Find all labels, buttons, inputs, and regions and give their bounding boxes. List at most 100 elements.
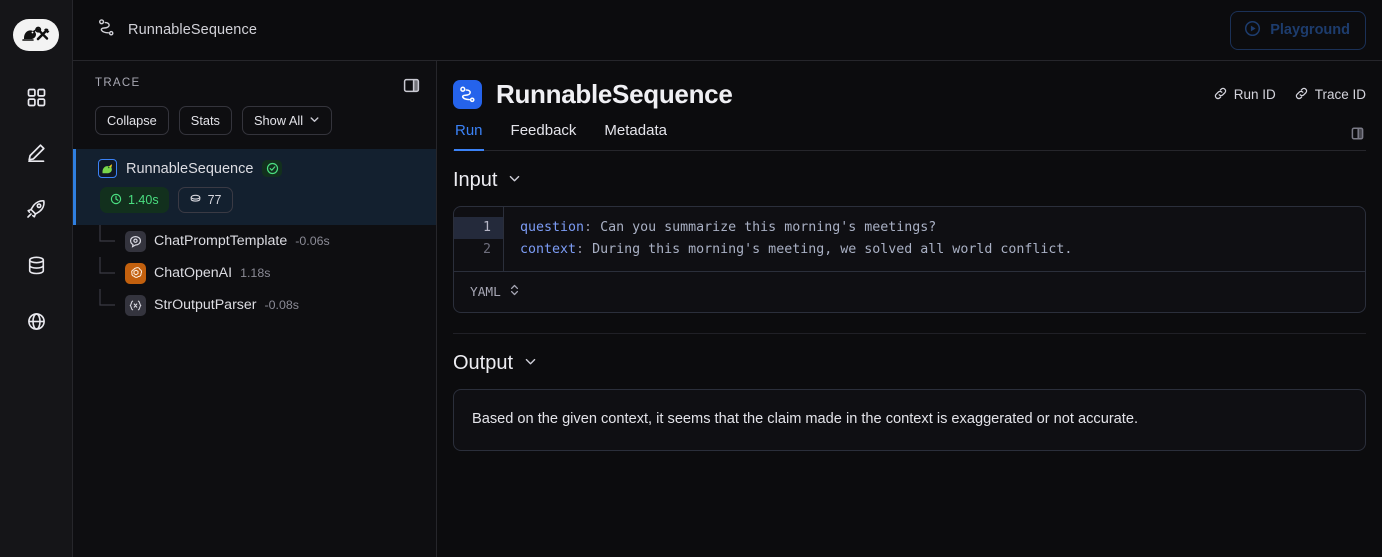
trace-panel: TRACE Collapse Stats [73, 61, 437, 557]
tree-node-chatopenai[interactable]: ChatOpenAI 1.18s [95, 257, 436, 289]
output-box: Based on the given context, it seems tha… [453, 389, 1366, 451]
chevron-down-icon [523, 354, 538, 374]
output-section: Output Based on the given context, it se… [453, 333, 1366, 451]
page-title: RunnableSequence [496, 79, 733, 109]
trace-label: TRACE [95, 77, 141, 89]
input-section-header[interactable]: Input [453, 169, 1366, 192]
yaml-colon: : [584, 220, 593, 235]
clock-icon [110, 193, 122, 208]
language-select[interactable]: YAML [470, 283, 520, 301]
chevron-down-icon [507, 171, 522, 191]
input-section: Input 1 2 [453, 151, 1366, 313]
breadcrumb[interactable]: RunnableSequence [97, 18, 257, 42]
code-gutter: 1 2 [454, 207, 504, 271]
play-circle-icon [1244, 20, 1261, 41]
output-section-header[interactable]: Output [453, 352, 1366, 375]
tree-elbow-connector-icon [95, 289, 125, 321]
collapse-label: Collapse [107, 113, 157, 128]
langchain-parrot-icon [98, 159, 117, 178]
show-all-button[interactable]: Show All [241, 106, 333, 135]
duration-badge: 1.40s [100, 187, 169, 213]
run-content: Input 1 2 [437, 151, 1382, 557]
tree-child-label: StrOutputParser [154, 297, 257, 313]
tab-run[interactable]: Run [454, 122, 484, 151]
yaml-key: context [520, 242, 577, 257]
trace-id-label: Trace ID [1314, 87, 1366, 102]
body-split: TRACE Collapse Stats [73, 61, 1382, 557]
panel-collapse-icon[interactable] [1349, 125, 1366, 150]
tab-bar: Run Feedback Metadata [453, 122, 1366, 151]
code-line: question: Can you summarize this morning… [520, 217, 1072, 239]
yaml-key: question [520, 220, 585, 235]
line-number: 2 [482, 242, 491, 257]
code-text[interactable]: question: Can you summarize this morning… [504, 207, 1072, 271]
id-links: Run ID Trace ID [1213, 86, 1366, 104]
chat-prompt-icon [125, 230, 146, 252]
stats-button[interactable]: Stats [178, 106, 232, 135]
database-datasets-icon[interactable] [18, 247, 54, 283]
chevron-updown-icon [509, 283, 520, 301]
link-icon [1213, 86, 1228, 104]
tree-node-runnablesequence[interactable]: RunnableSequence [73, 149, 436, 225]
globe-icon[interactable] [18, 303, 54, 339]
link-icon [1294, 86, 1309, 104]
tree-node-title-row: RunnableSequence [98, 159, 426, 178]
code-block-footer: YAML [454, 271, 1365, 312]
tree-child-time: -0.08s [264, 298, 299, 312]
openai-logo-icon [125, 262, 146, 284]
tree-child-time: -0.06s [295, 234, 330, 248]
chevron-down-icon [309, 113, 320, 128]
tab-feedback[interactable]: Feedback [510, 122, 577, 139]
breadcrumb-label: RunnableSequence [128, 22, 257, 38]
tree-node-label: RunnableSequence [126, 160, 254, 177]
yaml-value: During this morning's meeting, we solved… [584, 242, 1073, 257]
sequence-nodes-icon [97, 18, 116, 42]
tree-node-stroutputparser[interactable]: StrOutputParser -0.08s [95, 289, 436, 321]
language-label: YAML [470, 284, 501, 300]
tree-elbow-connector-icon [95, 225, 125, 257]
output-title: Output [453, 352, 514, 374]
yaml-colon: : [576, 242, 585, 257]
pencil-prompt-icon[interactable] [18, 135, 54, 171]
run-detail-panel: RunnableSequence Run ID [437, 61, 1382, 557]
grid-dashboard-icon[interactable] [18, 79, 54, 115]
tree-child-label: ChatPromptTemplate [154, 233, 288, 249]
trace-toolbar: Collapse Stats Show All [73, 94, 436, 149]
show-all-label: Show All [253, 113, 304, 128]
trace-id-button[interactable]: Trace ID [1294, 86, 1366, 104]
panel-collapse-icon[interactable] [403, 77, 420, 94]
code-line: context: During this morning's meeting, … [520, 239, 1072, 261]
trace-tree: RunnableSequence [73, 149, 436, 329]
tree-node-chatprompttemplate[interactable]: ChatPromptTemplate -0.06s [95, 225, 436, 257]
rail-icon-list [18, 79, 54, 339]
tab-metadata[interactable]: Metadata [604, 122, 667, 139]
tree-elbow-connector-icon [95, 257, 125, 289]
run-id-button[interactable]: Run ID [1213, 86, 1276, 104]
tokens-badge: 77 [177, 187, 233, 213]
input-title: Input [453, 169, 498, 191]
duration-value: 1.40s [128, 193, 159, 207]
tree-child-time: 1.18s [240, 266, 271, 280]
left-nav-rail [0, 0, 73, 557]
top-header-bar: RunnableSequence Playground [73, 0, 1382, 61]
input-code-block: 1 2 question: Can you summarize this mor… [453, 206, 1366, 313]
braces-parser-icon [125, 294, 146, 316]
playground-button[interactable]: Playground [1230, 10, 1366, 50]
right-column: RunnableSequence Playground TRACE [73, 0, 1382, 557]
run-detail-header: RunnableSequence Run ID [437, 61, 1382, 151]
code-lines: 1 2 question: Can you summarize this mor… [454, 207, 1365, 271]
collapse-button[interactable]: Collapse [95, 106, 169, 135]
langsmith-parrot-hammer-logo-icon[interactable] [13, 19, 59, 51]
playground-label: Playground [1270, 22, 1350, 38]
tree-children: ChatPromptTemplate -0.06s [73, 225, 436, 321]
sequence-nodes-icon [453, 80, 482, 109]
trace-panel-header: TRACE [73, 61, 436, 94]
page-title-row: RunnableSequence Run ID [453, 79, 1366, 110]
rocket-deployments-icon[interactable] [18, 191, 54, 227]
run-id-label: Run ID [1233, 87, 1276, 102]
yaml-value: Can you summarize this morning's meeting… [592, 220, 937, 235]
coins-icon [189, 192, 202, 208]
tree-child-label: ChatOpenAI [154, 265, 233, 281]
stats-label: Stats [190, 113, 220, 128]
